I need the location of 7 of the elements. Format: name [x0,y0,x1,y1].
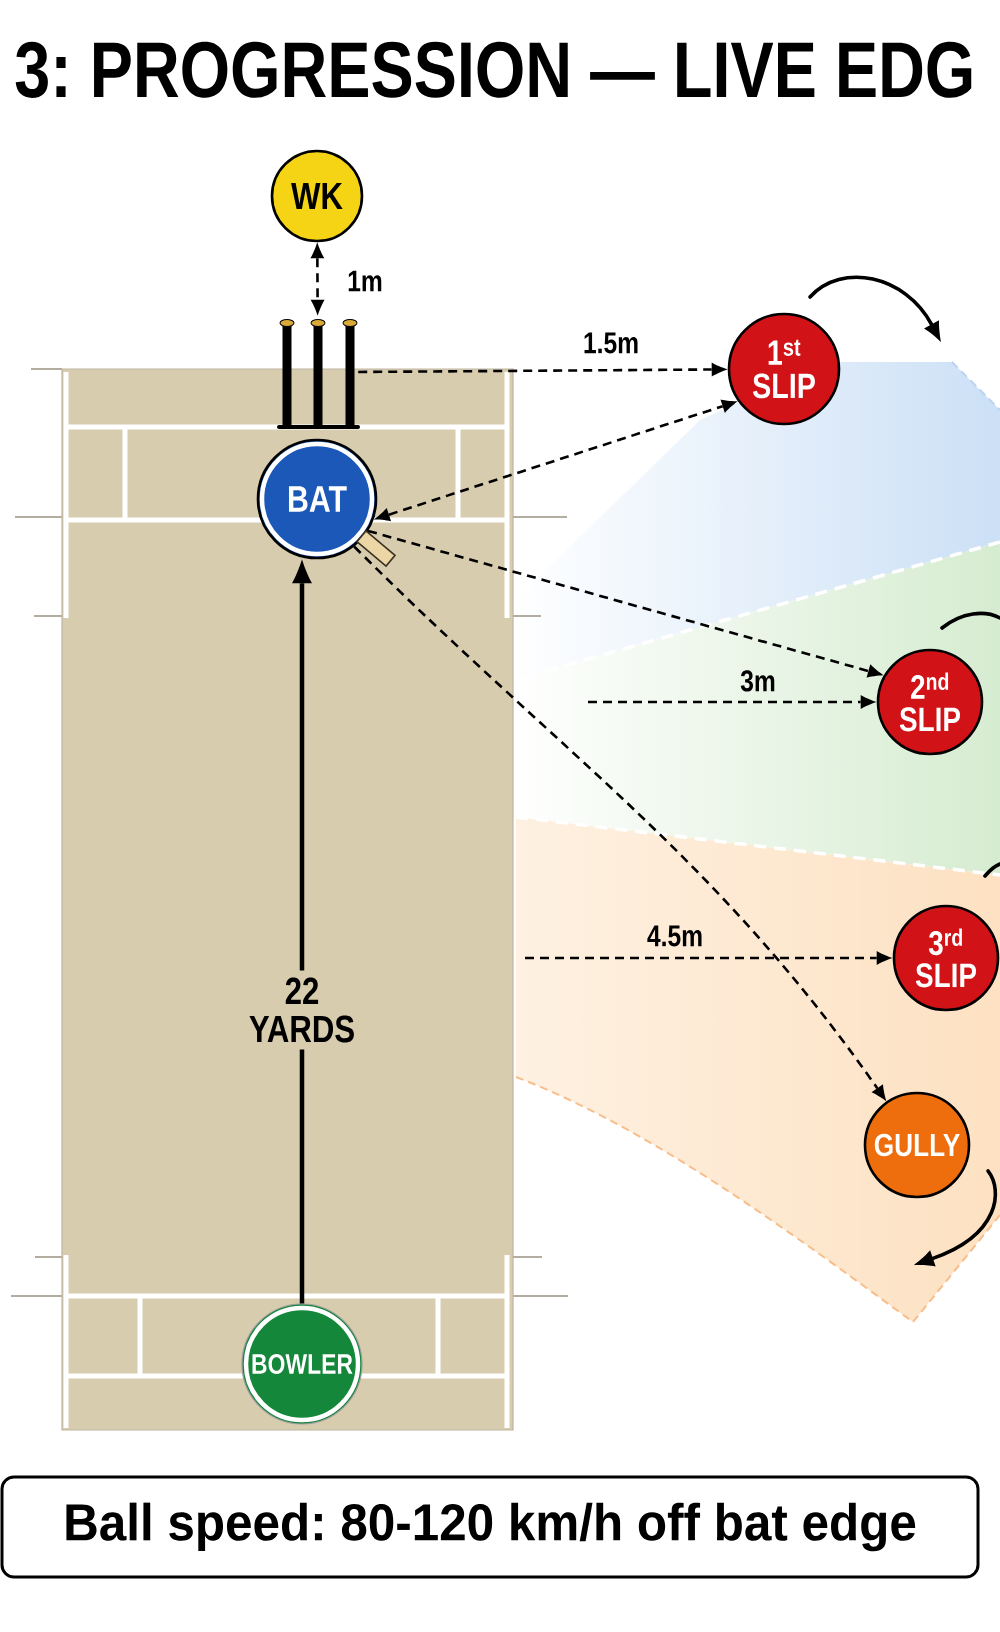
note-box: Ball speed: 80-120 km/h off bat edge [0,1475,980,1579]
dashed-arrow [588,695,877,709]
edge-label: 1m [348,270,382,292]
dashed-arrow [310,242,325,316]
title: 3: PROGRESSION — LIVE EDG [15,41,972,98]
edge-label: 3m [740,670,775,692]
edge-label: 1.5m [584,332,638,354]
